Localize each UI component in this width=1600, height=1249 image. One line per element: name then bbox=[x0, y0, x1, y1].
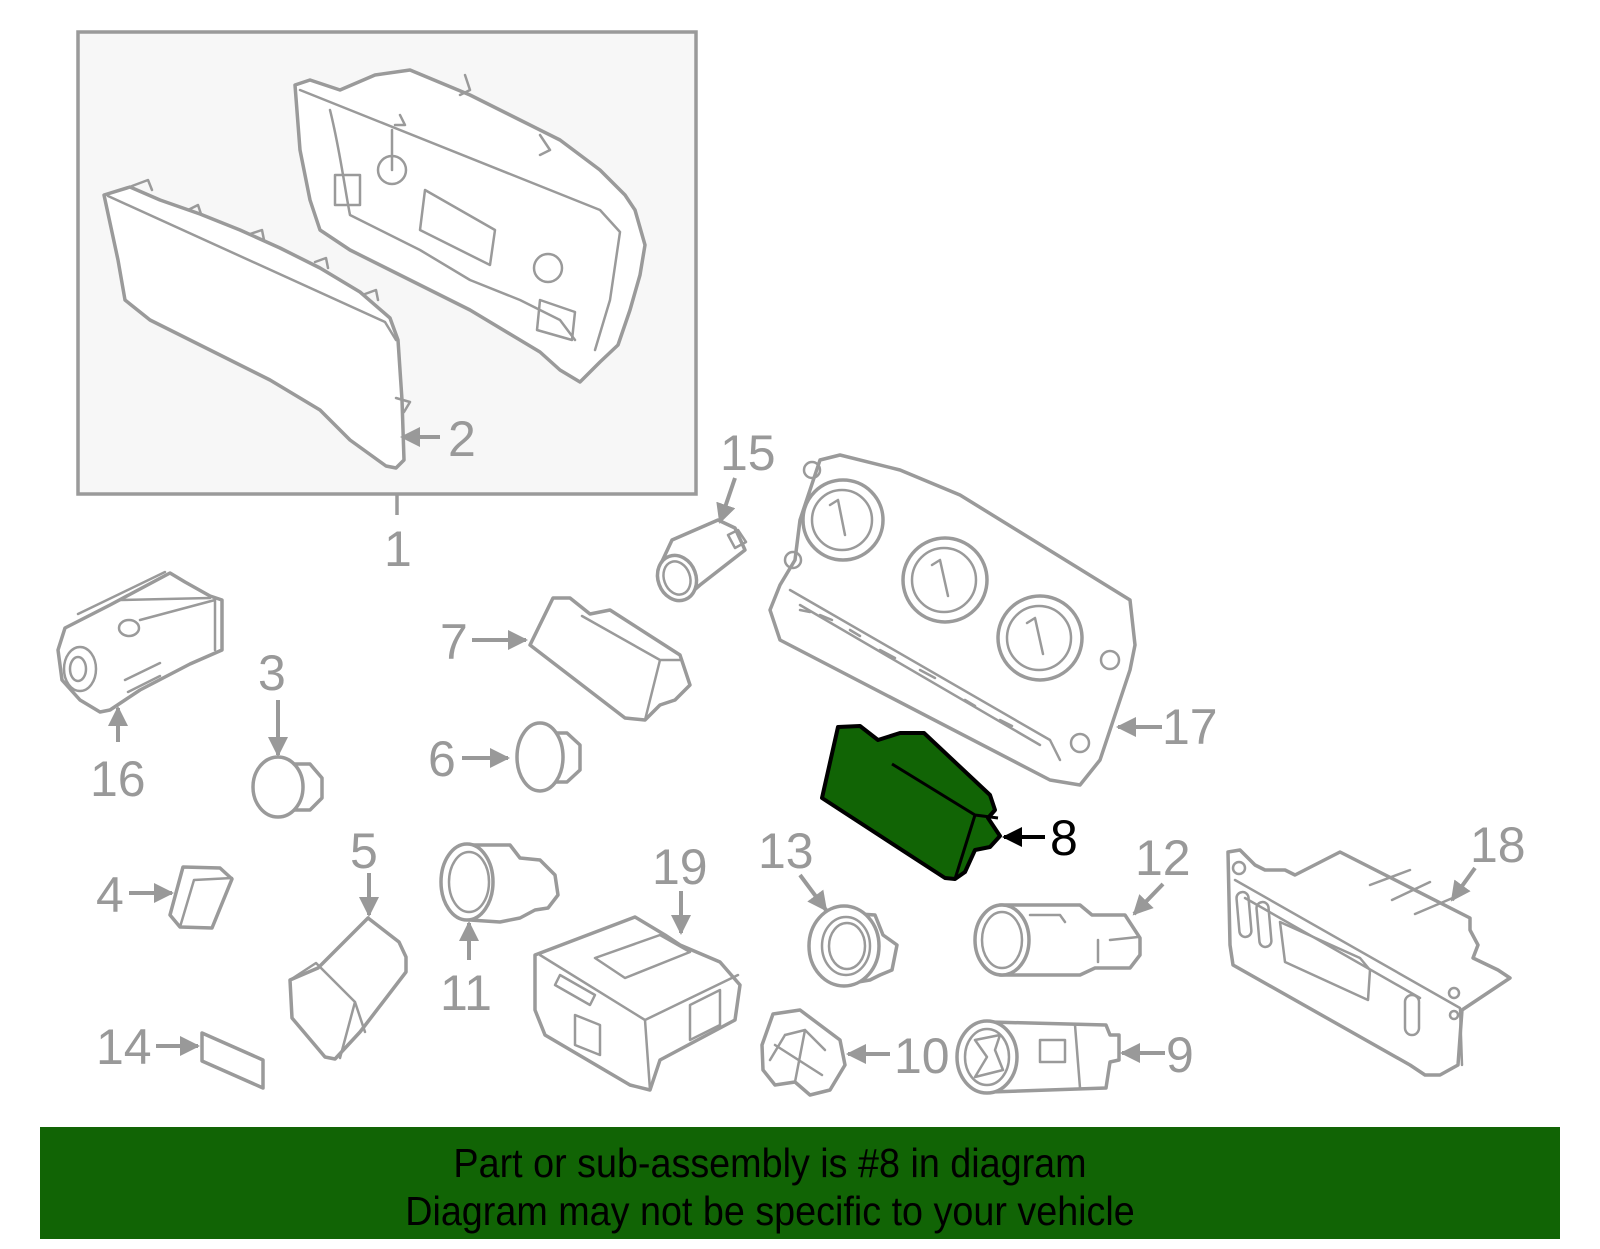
callout-6: 6 bbox=[428, 731, 510, 787]
label-13: 13 bbox=[758, 823, 814, 879]
label-15: 15 bbox=[720, 425, 776, 481]
callout-9: 9 bbox=[1120, 1027, 1194, 1083]
banner-line-2: Diagram may not be specific to your vehi… bbox=[405, 1188, 1135, 1234]
callout-10: 10 bbox=[846, 1028, 950, 1084]
part-14-cap[interactable] bbox=[200, 1031, 265, 1090]
label-9: 9 bbox=[1166, 1027, 1194, 1083]
part-13-bezel-ring[interactable] bbox=[807, 904, 899, 988]
part-3-knob[interactable] bbox=[251, 755, 324, 819]
info-banner: Part or sub-assembly is #8 in diagram Di… bbox=[40, 1127, 1560, 1239]
callout-11: 11 bbox=[440, 921, 492, 1021]
label-17: 17 bbox=[1162, 699, 1218, 755]
label-16: 16 bbox=[90, 751, 146, 807]
label-12: 12 bbox=[1135, 830, 1191, 886]
part-10-knob[interactable] bbox=[760, 1008, 847, 1097]
callout-12: 12 bbox=[1132, 830, 1191, 916]
part-16-headlamp-switch[interactable] bbox=[56, 570, 224, 714]
part-7-switch[interactable] bbox=[528, 596, 692, 722]
part-8-switch-highlighted[interactable] bbox=[820, 724, 1002, 881]
part-15[interactable] bbox=[651, 518, 748, 606]
label-2: 2 bbox=[448, 411, 476, 467]
label-14: 14 bbox=[96, 1019, 152, 1075]
label-18: 18 bbox=[1470, 817, 1526, 873]
banner-line-1: Part or sub-assembly is #8 in diagram bbox=[453, 1140, 1087, 1186]
callout-15: 15 bbox=[716, 425, 776, 524]
label-7: 7 bbox=[440, 614, 468, 670]
callout-19: 19 bbox=[652, 839, 708, 935]
label-8: 8 bbox=[1050, 810, 1078, 866]
part-19-switch-assembly[interactable] bbox=[533, 915, 742, 1092]
callout-16: 16 bbox=[90, 706, 146, 807]
part-4-button-cap[interactable] bbox=[168, 865, 234, 930]
label-10: 10 bbox=[894, 1028, 950, 1084]
label-1: 1 bbox=[384, 521, 412, 577]
part-11-knob[interactable] bbox=[439, 842, 560, 924]
callout-8: 8 bbox=[1002, 810, 1078, 866]
callout-7: 7 bbox=[440, 614, 528, 670]
callout-18: 18 bbox=[1450, 817, 1526, 902]
callout-4: 4 bbox=[96, 867, 174, 923]
label-3: 3 bbox=[258, 645, 286, 701]
part-1-instrument-cluster[interactable] bbox=[293, 68, 647, 384]
part-9-switch[interactable] bbox=[955, 1019, 1121, 1095]
label-4: 4 bbox=[96, 867, 124, 923]
label-19: 19 bbox=[652, 839, 708, 895]
label-6: 6 bbox=[428, 731, 456, 787]
callout-14: 14 bbox=[96, 1019, 200, 1075]
part-6-knob[interactable] bbox=[515, 721, 582, 793]
callout-3: 3 bbox=[258, 645, 288, 757]
label-5: 5 bbox=[350, 823, 378, 879]
part-17-climate-control-panel[interactable] bbox=[768, 453, 1137, 787]
callout-5: 5 bbox=[350, 823, 379, 917]
callout-13: 13 bbox=[758, 823, 828, 912]
callout-17: 17 bbox=[1116, 699, 1218, 755]
callout-2: 2 bbox=[400, 411, 476, 467]
label-11: 11 bbox=[440, 965, 492, 1021]
part-12-switch[interactable] bbox=[973, 903, 1142, 977]
part-5-switch[interactable] bbox=[288, 916, 408, 1061]
part-18-climate-module[interactable] bbox=[1226, 848, 1512, 1077]
